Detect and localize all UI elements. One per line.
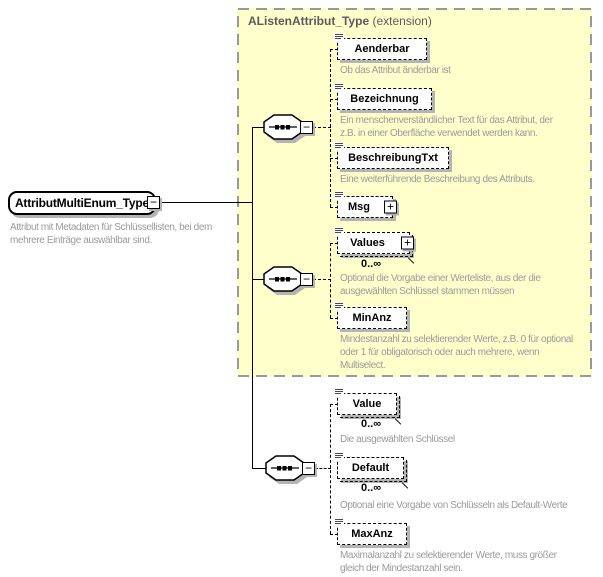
element-name: Bezeichnung: [350, 93, 419, 105]
annotation: Die ausgewählten Schlüssel: [340, 434, 455, 445]
connector-line-dashed: [330, 318, 338, 319]
element-aenderbar[interactable]: Aenderbar: [334, 33, 427, 60]
annotation: Eine weiterführende Beschreibung des Att…: [340, 174, 535, 185]
annotation: Optional die Vorgabe einer Werteliste, a…: [340, 273, 541, 297]
connector-line: [252, 468, 268, 469]
element-name: AttributMultiEnum_Type: [14, 196, 150, 210]
annotation: Ein menschenverständlicher Text für das …: [340, 115, 553, 139]
extension-kind-label: (extension): [372, 14, 432, 28]
connector-trunk-line: [252, 127, 253, 469]
text-content-icon: [334, 191, 344, 200]
collapse-toggle-icon[interactable]: −: [300, 121, 313, 134]
multiplicity-label: 0..∞: [361, 258, 382, 270]
connector-line: [252, 279, 266, 280]
element-msg[interactable]: Msg +: [334, 191, 397, 218]
collapse-toggle-icon[interactable]: −: [300, 273, 313, 286]
element-name: Default: [351, 462, 390, 474]
extension-container: [237, 8, 592, 377]
connector-line-dashed: [330, 49, 331, 207]
annotation: Optional eine Vorgabe von Schlüsseln als…: [340, 500, 568, 511]
element-name: Msg: [348, 201, 370, 213]
text-content-icon: [334, 302, 344, 311]
annotation: Maximalanzahl zu selektierender Werte, m…: [340, 550, 557, 574]
extension-header: AListenAttribut_Type (extension): [248, 14, 432, 28]
connector-line-dashed: [330, 243, 331, 318]
text-content-icon: [334, 33, 344, 42]
element-default[interactable]: Default: [334, 452, 407, 482]
annotation: Attribut mit Metadaten für Schlüssellist…: [10, 222, 212, 246]
connector-line-dashed: [330, 534, 338, 535]
collapse-toggle-icon[interactable]: −: [147, 196, 160, 209]
sequence-compositor-icon[interactable]: [263, 266, 308, 297]
text-content-icon: [334, 227, 344, 236]
element-name: MinAnz: [352, 312, 392, 324]
connector-line-dashed: [330, 207, 338, 208]
annotation: Ob das Attribut änderbar ist: [340, 65, 451, 76]
text-content-icon: [334, 83, 344, 92]
sequence-compositor-icon[interactable]: [265, 455, 310, 486]
annotation: Mindestanzahl zu selektierender Werte, z…: [340, 334, 573, 371]
text-content-icon: [334, 452, 344, 461]
expand-toggle-icon[interactable]: +: [401, 236, 414, 250]
element-name: Aenderbar: [354, 43, 410, 55]
connector-line-dashed: [330, 243, 338, 244]
sequence-compositor-icon[interactable]: [263, 114, 308, 145]
connector-line: [156, 202, 252, 203]
extension-dashed-border: [237, 8, 592, 377]
text-content-icon: [334, 518, 344, 527]
element-bezeichnung[interactable]: Bezeichnung: [334, 83, 432, 110]
multiplicity-label: 0..∞: [361, 482, 382, 494]
element-beschreibungtxt[interactable]: BeschreibungTxt: [334, 142, 449, 169]
connector-line: [252, 127, 266, 128]
connector-line-dashed: [313, 279, 331, 280]
element-name: Values: [350, 237, 385, 249]
element-name: Value: [352, 398, 382, 410]
text-content-icon: [334, 142, 344, 151]
multiplicity-label: 0..∞: [361, 418, 382, 430]
extension-type-name: AListenAttribut_Type: [248, 14, 370, 28]
connector-line-dashed: [313, 127, 331, 128]
element-maxanz[interactable]: MaxAnz: [334, 518, 407, 545]
expand-toggle-icon[interactable]: +: [384, 200, 397, 214]
collapse-toggle-icon[interactable]: −: [302, 462, 315, 475]
connector-line-dashed: [330, 404, 338, 405]
element-name: MaxAnz: [351, 528, 393, 540]
connector-line-dashed: [330, 158, 338, 159]
element-attributmultienum-type[interactable]: AttributMultiEnum_Type: [8, 191, 156, 215]
connector-line-dashed: [330, 404, 331, 534]
element-name: BeschreibungTxt: [348, 152, 438, 164]
connector-line-dashed: [330, 49, 338, 50]
connector-line-dashed: [330, 99, 338, 100]
connector-line-dashed: [315, 468, 331, 469]
element-minanz[interactable]: MinAnz: [334, 302, 407, 329]
element-value[interactable]: Value: [334, 388, 400, 418]
text-content-icon: [334, 388, 344, 397]
element-values[interactable]: Values +: [334, 227, 414, 257]
